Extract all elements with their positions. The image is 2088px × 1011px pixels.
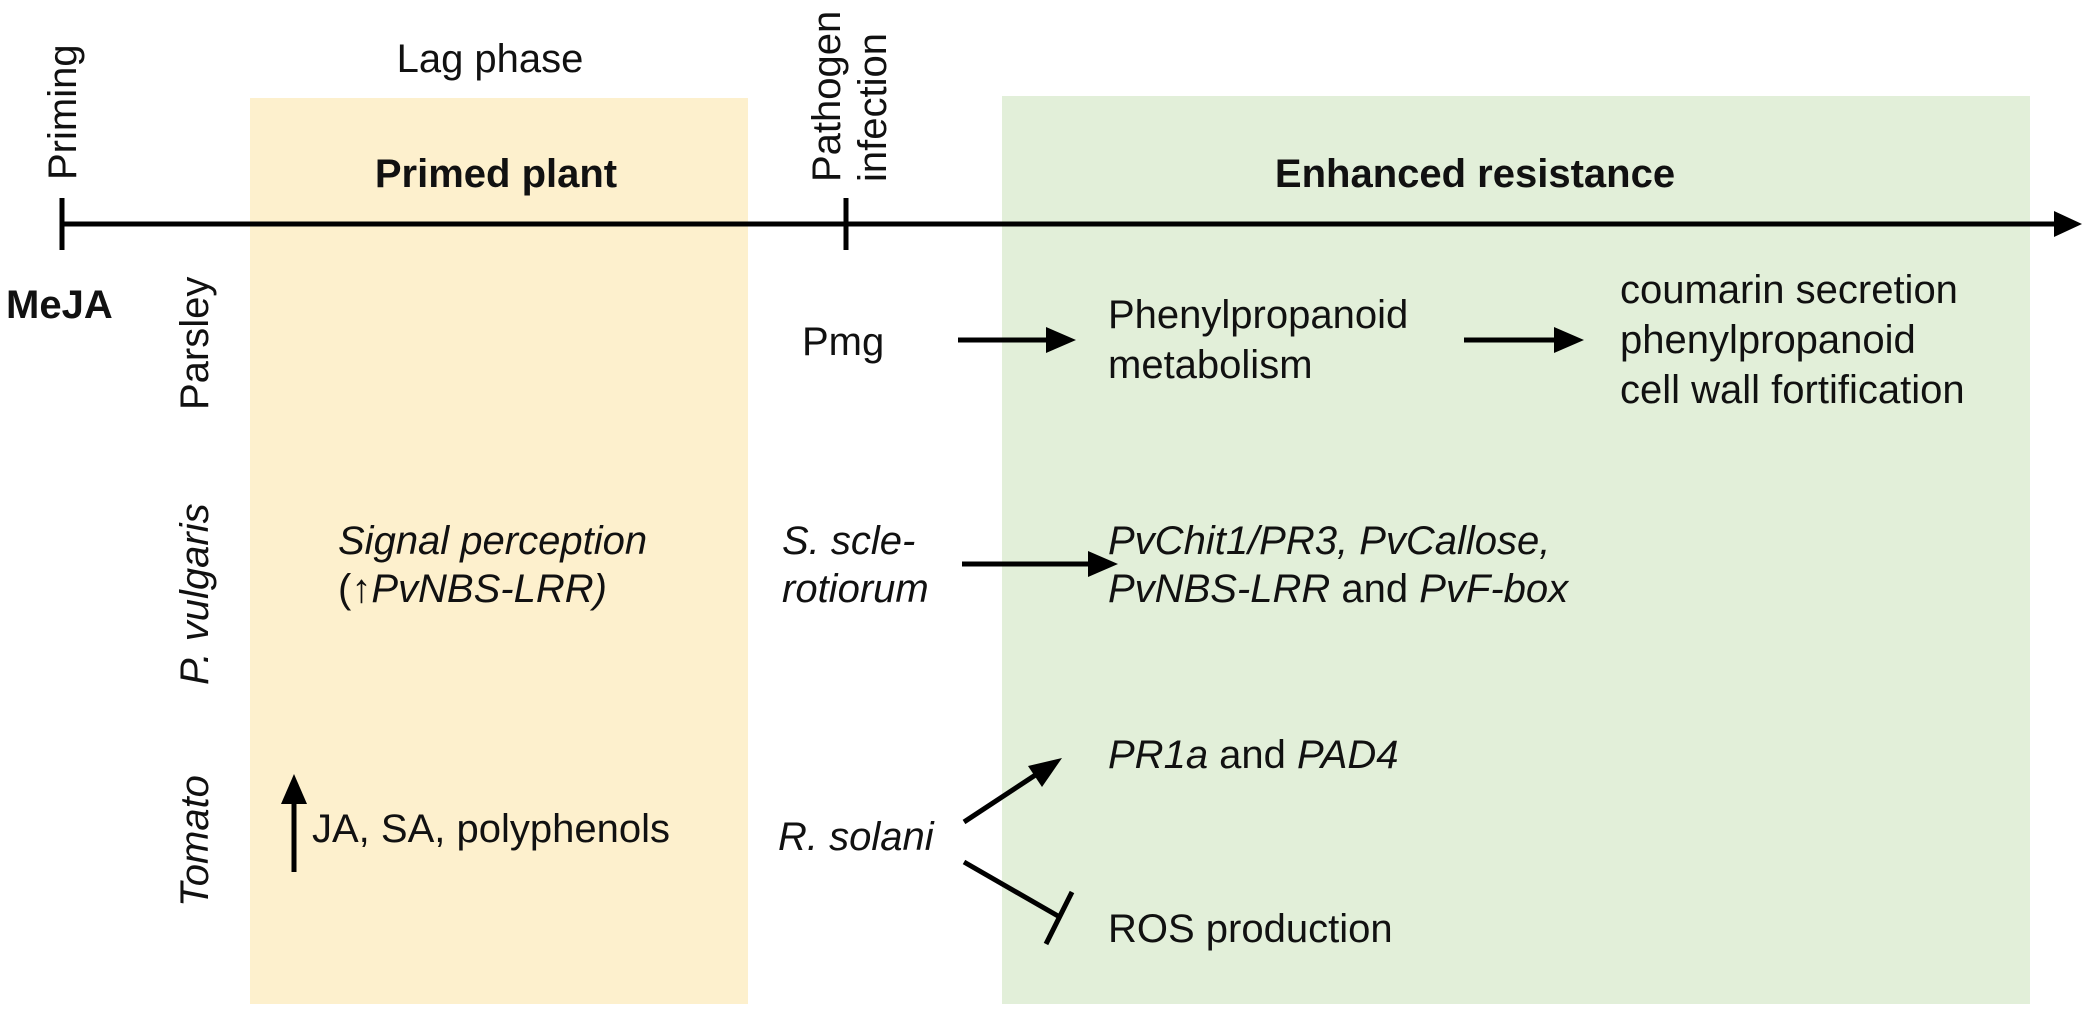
vulgaris-effect-gene-nbs: PvNBS-LRR [1108, 567, 1330, 611]
tomato-primed-text: JA, SA, polyphenols [312, 807, 670, 851]
vulgaris-pathogen-line1: S. scle- [782, 519, 915, 563]
parsley-arrow-1-head [1046, 327, 1076, 353]
row-label-parsley: Parsley [173, 277, 217, 410]
tomato-pathogen: R. solani [778, 815, 935, 859]
tomato-gene-pad4: PAD4 [1297, 733, 1399, 777]
primed-plant-band [250, 98, 748, 1004]
tomato-inhibit-line [962, 859, 1060, 919]
row-label-tomato: Tomato [173, 775, 217, 907]
primed-plant-heading: Primed plant [375, 152, 617, 196]
timeline-arrowhead [2054, 211, 2082, 237]
tomato-induced-genes: PR1a and PAD4 [1108, 733, 1399, 777]
vulgaris-effect-and: and [1330, 567, 1419, 611]
parsley-effect-line2: metabolism [1108, 343, 1313, 387]
tomato-inhibit-bar [1043, 890, 1075, 946]
row-label-p-vulgaris: P. vulgaris [173, 503, 217, 685]
priming-label: Priming [41, 44, 85, 180]
parsley-outcome-2: phenylpropanoid [1620, 318, 1916, 362]
vulgaris-effect-line2: PvNBS-LRR and PvF-box [1108, 567, 1570, 611]
vulgaris-effect-line1: PvChit1/PR3, PvCallose, [1108, 519, 1550, 563]
lag-phase-label: Lag phase [397, 37, 584, 81]
tomato-induce-arrow-shaft [962, 769, 1042, 825]
vulgaris-primed-line2: (↑PvNBS-LRR) [338, 567, 607, 611]
pathogen-infection-label-line2: infection [851, 33, 895, 182]
vulgaris-pathogen-line2: rotiorum [782, 567, 929, 611]
enhanced-resistance-heading: Enhanced resistance [1275, 152, 1675, 196]
vulgaris-primed-line2-paren: (↑ [338, 567, 371, 611]
parsley-pathogen: Pmg [802, 320, 884, 364]
tomato-ros-production: ROS production [1108, 907, 1393, 951]
tomato-induce-arrow-head [1028, 758, 1062, 787]
vulgaris-primed-line1: Signal perception [338, 519, 647, 563]
enhanced-resistance-band [1002, 96, 2030, 1004]
parsley-outcome-1: coumarin secretion [1620, 268, 1958, 312]
vulgaris-arrow-head [1088, 551, 1118, 577]
meja-label: MeJA [6, 283, 113, 327]
vulgaris-effect-gene-fbox: PvF-box [1419, 567, 1570, 611]
parsley-effect-line1: Phenylpropanoid [1108, 293, 1408, 337]
tomato-genes-and: and [1208, 733, 1297, 777]
parsley-arrow-2-head [1554, 327, 1584, 353]
tomato-gene-pr1a: PR1a [1108, 733, 1208, 777]
parsley-outcome-3: cell wall fortification [1620, 368, 1965, 412]
vulgaris-primed-line2-gene: PvNBS-LRR) [371, 567, 607, 611]
pathogen-infection-label-line1: Pathogen [805, 11, 849, 182]
tomato-up-arrow-head [281, 774, 307, 804]
